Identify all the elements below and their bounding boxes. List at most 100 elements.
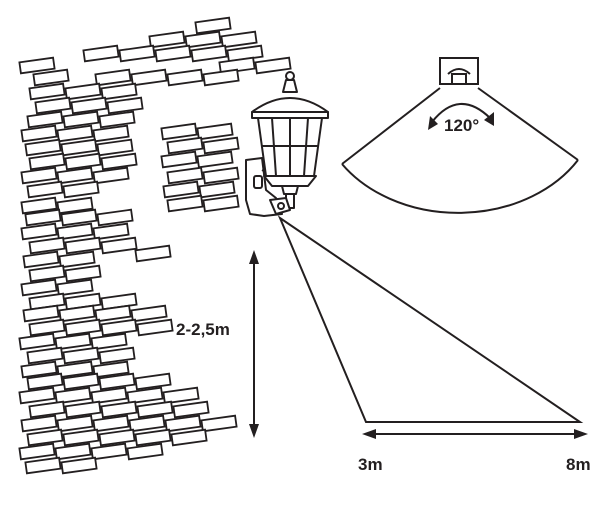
brick: [18, 56, 56, 75]
brick: [26, 428, 64, 447]
brick: [166, 166, 204, 185]
brick: [100, 236, 138, 255]
brick: [54, 442, 92, 461]
brick: [202, 136, 240, 155]
brick: [54, 332, 92, 351]
brick: [148, 30, 186, 49]
brick: [20, 414, 58, 433]
brick: [62, 110, 100, 129]
brick: [20, 278, 58, 297]
brick: [58, 250, 96, 269]
brick: [64, 236, 102, 255]
brick: [160, 150, 198, 169]
brick: [136, 318, 174, 337]
brick: [94, 304, 132, 323]
brick: [24, 208, 62, 227]
brick: [34, 96, 72, 115]
brick: [92, 360, 130, 379]
brick: [62, 428, 100, 447]
brick: [28, 236, 66, 255]
brick: [172, 400, 210, 419]
brick: [54, 386, 92, 405]
brick: [62, 372, 100, 391]
brick: [60, 456, 98, 475]
brick: [92, 124, 130, 143]
brick: [64, 318, 102, 337]
sensor-top-view-icon: [439, 57, 479, 85]
brick: [56, 222, 94, 241]
brick: [154, 44, 192, 63]
brick: [100, 82, 138, 101]
brick: [20, 196, 58, 215]
brick: [56, 196, 94, 215]
brick: [170, 428, 208, 447]
brick: [64, 400, 102, 419]
brick: [134, 244, 172, 263]
brick: [166, 136, 204, 155]
brick: [26, 110, 64, 129]
brick: [90, 332, 128, 351]
brick: [22, 250, 60, 269]
brick: [184, 30, 222, 49]
brick: [190, 44, 228, 63]
brick: [166, 194, 204, 213]
brick: [26, 180, 64, 199]
angle-label: 120°: [444, 116, 479, 135]
brick: [194, 16, 232, 35]
brick: [60, 138, 98, 157]
brick: [96, 138, 134, 157]
brick: [92, 222, 130, 241]
brick: [28, 318, 66, 337]
brick: [20, 124, 58, 143]
brick: [92, 166, 130, 185]
brick: [128, 414, 166, 433]
brick: [126, 442, 164, 461]
brick: [100, 318, 138, 337]
brick: [56, 360, 94, 379]
brick: [254, 56, 292, 75]
brick: [28, 82, 66, 101]
brick: [32, 68, 70, 87]
brick: [98, 428, 136, 447]
distance-arrow: [362, 429, 588, 439]
brick: [94, 68, 132, 87]
brick: [64, 152, 102, 171]
brick: [166, 68, 204, 87]
brick: [56, 278, 94, 297]
brick: [92, 414, 130, 433]
brick: [200, 414, 238, 433]
brick: [100, 152, 138, 171]
brick: [28, 152, 66, 171]
brick: [96, 208, 134, 227]
brick: [18, 386, 56, 405]
brick: [162, 180, 200, 199]
brick: [164, 414, 202, 433]
pir-sensor-icon: [269, 197, 291, 215]
brick: [28, 400, 66, 419]
brick-wall-icon: [18, 16, 292, 475]
detection-fan-120: [341, 87, 579, 214]
brick: [134, 428, 172, 447]
brick: [126, 386, 164, 405]
lantern-icon: [245, 71, 329, 217]
brick: [56, 414, 94, 433]
brick: [26, 372, 64, 391]
brick: [26, 346, 64, 365]
brick: [198, 180, 236, 199]
brick: [90, 442, 128, 461]
height-label: 2-2,5m: [176, 320, 230, 339]
brick: [98, 110, 136, 129]
brick: [162, 386, 200, 405]
brick: [20, 166, 58, 185]
brick: [62, 346, 100, 365]
brick: [20, 222, 58, 241]
angle-arc: [431, 102, 491, 123]
brick: [56, 124, 94, 143]
brick: [196, 122, 234, 141]
brick: [130, 304, 168, 323]
brick: [22, 304, 60, 323]
far-distance-label: 8m: [566, 455, 591, 474]
brick: [130, 68, 168, 87]
brick: [18, 332, 56, 351]
